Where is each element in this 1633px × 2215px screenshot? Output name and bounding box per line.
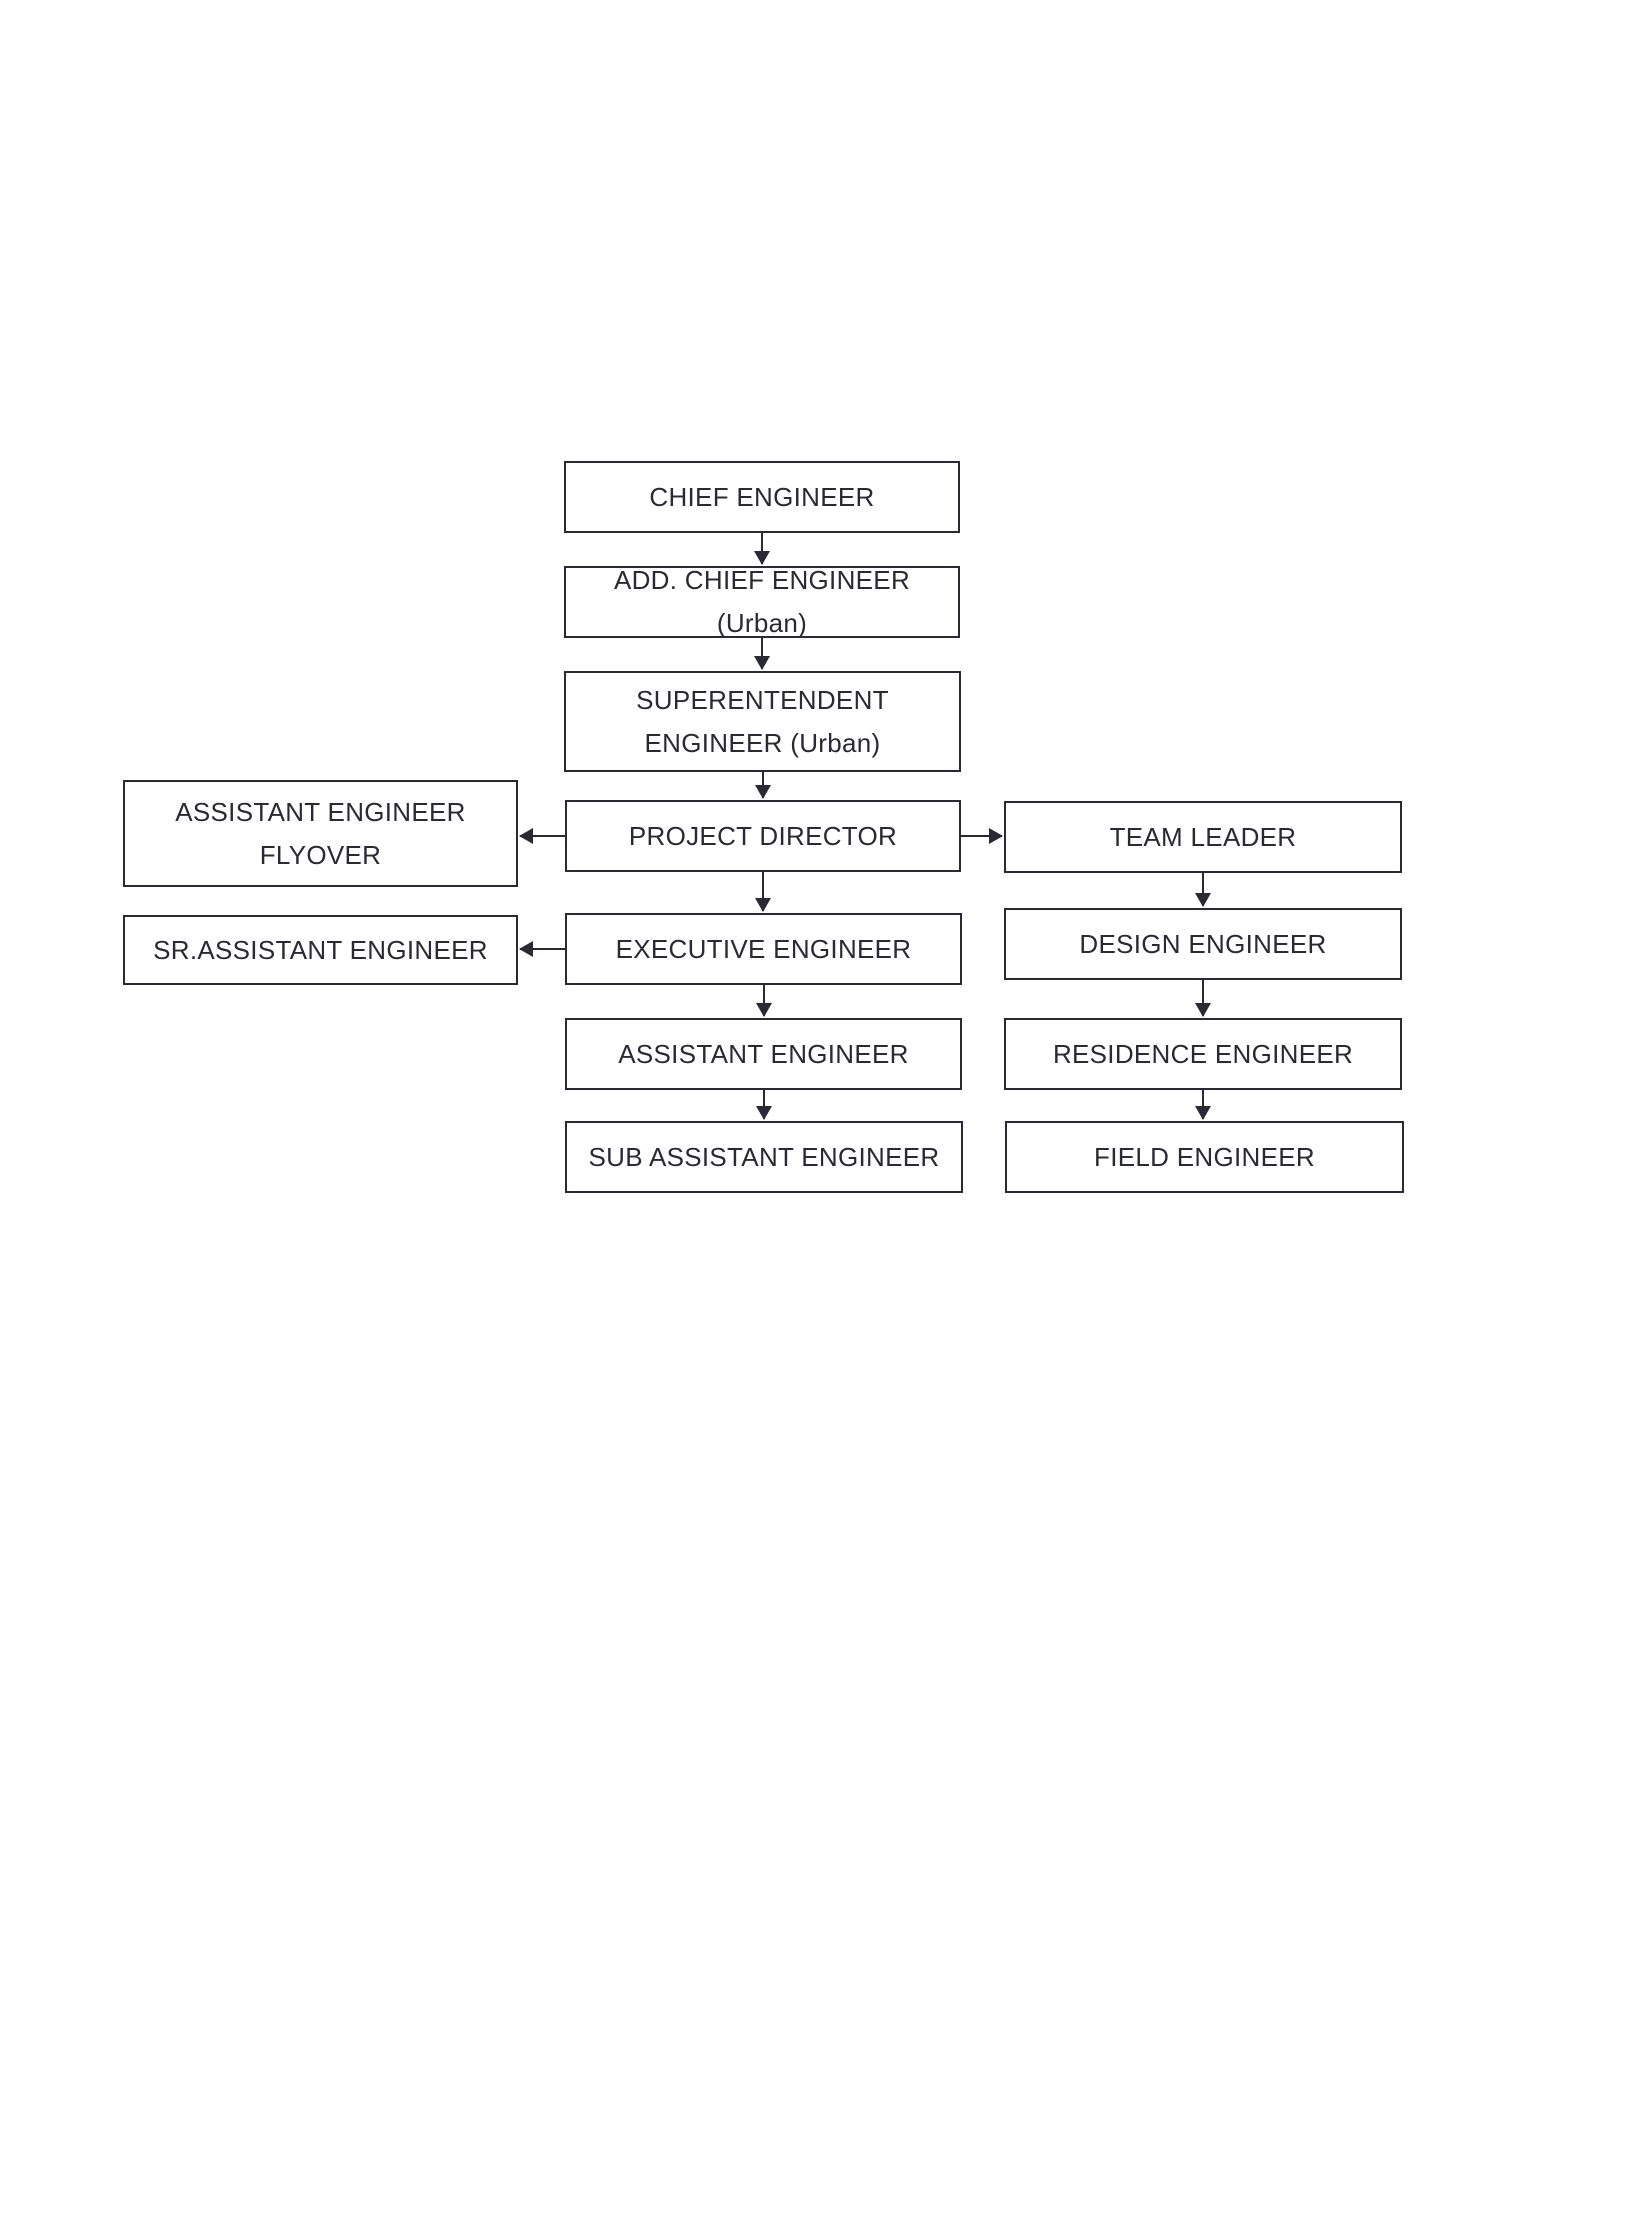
- node-add-chief-engineer: ADD. CHIEF ENGINEER (Urban): [564, 565, 960, 638]
- node-chief-engineer: CHIEF ENGINEER: [564, 461, 960, 533]
- edge-residence-engineer-to-field-engineer-arrowhead: [1195, 1106, 1211, 1120]
- node-label: SUB ASSISTANT ENGINEER: [588, 1141, 940, 1172]
- node-sr-assistant-engineer: SR.ASSISTANT ENGINEER: [123, 915, 518, 985]
- node-sub-assistant-engineer: SUB ASSISTANT ENGINEER: [565, 1121, 963, 1193]
- node-executive-engineer: EXECUTIVE ENGINEER: [565, 913, 962, 985]
- edge-project-director-to-assistant-engineer-flyover-arrowhead: [519, 828, 533, 844]
- node-label: ASSISTANT ENGINEER FLYOVER: [175, 796, 466, 870]
- edge-add-chief-engineer-to-superintendent-engineer-arrowhead: [754, 656, 770, 670]
- node-superintendent-engineer: SUPERENTENDENT ENGINEER (Urban): [564, 671, 961, 772]
- node-assistant-engineer: ASSISTANT ENGINEER: [565, 1018, 962, 1090]
- node-label: FIELD ENGINEER: [1094, 1141, 1315, 1172]
- node-label: SR.ASSISTANT ENGINEER: [153, 934, 488, 965]
- edge-superintendent-engineer-to-project-director-arrowhead: [755, 785, 771, 799]
- node-team-leader: TEAM LEADER: [1004, 801, 1402, 873]
- edge-design-engineer-to-residence-engineer-arrowhead: [1195, 1003, 1211, 1017]
- edge-chief-engineer-to-add-chief-engineer-arrowhead: [754, 551, 770, 565]
- node-design-engineer: DESIGN ENGINEER: [1004, 908, 1402, 980]
- node-field-engineer: FIELD ENGINEER: [1005, 1121, 1404, 1193]
- edge-project-director-to-executive-engineer-arrowhead: [755, 898, 771, 912]
- node-label: DESIGN ENGINEER: [1079, 928, 1327, 959]
- edge-team-leader-to-design-engineer-arrowhead: [1195, 893, 1211, 907]
- node-assistant-engineer-flyover: ASSISTANT ENGINEER FLYOVER: [123, 780, 518, 887]
- node-label: ADD. CHIEF ENGINEER (Urban): [613, 565, 911, 638]
- node-label: CHIEF ENGINEER: [649, 481, 875, 512]
- node-label: RESIDENCE ENGINEER: [1052, 1038, 1354, 1069]
- node-label: ASSISTANT ENGINEER: [618, 1038, 909, 1069]
- node-residence-engineer: RESIDENCE ENGINEER: [1004, 1018, 1402, 1090]
- node-label: EXECUTIVE ENGINEER: [615, 933, 912, 964]
- node-project-director: PROJECT DIRECTOR: [565, 800, 961, 872]
- edge-assistant-engineer-to-sub-assistant-engineer-arrowhead: [756, 1106, 772, 1120]
- node-label: PROJECT DIRECTOR: [628, 820, 898, 851]
- edge-project-director-to-team-leader-arrowhead: [989, 828, 1003, 844]
- edge-executive-engineer-to-sr-assistant-engineer-arrowhead: [519, 941, 533, 957]
- node-label: TEAM LEADER: [1109, 821, 1297, 852]
- edge-executive-engineer-to-assistant-engineer-arrowhead: [756, 1003, 772, 1017]
- node-label: SUPERENTENDENT ENGINEER (Urban): [636, 684, 889, 758]
